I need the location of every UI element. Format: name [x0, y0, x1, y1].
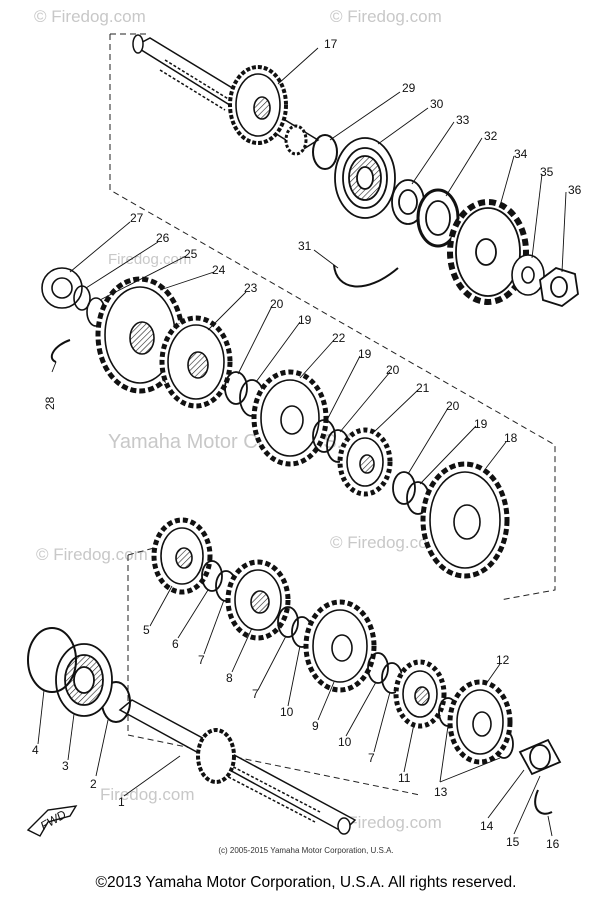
callout-27: 27 — [130, 211, 144, 225]
part-31-circlip — [333, 264, 399, 288]
watermark-top-center: © Firedog.com — [330, 7, 442, 26]
callout-19-a: 19 — [298, 313, 312, 327]
callout-15: 15 — [506, 835, 520, 849]
part-17-gear — [228, 65, 288, 145]
part-6-washer — [201, 560, 223, 592]
part-12-gear — [447, 679, 513, 765]
callout-30: 30 — [430, 97, 444, 111]
part-35-lock-washer — [511, 254, 545, 296]
callout-25: 25 — [184, 247, 198, 261]
part-36-nut — [539, 267, 579, 307]
callout-24: 24 — [212, 263, 226, 277]
part-26-washer — [73, 285, 91, 311]
part-20-circlip-a — [224, 371, 248, 405]
callout-3: 3 — [62, 759, 69, 773]
callout-26: 26 — [156, 231, 170, 245]
callout-14: 14 — [480, 819, 494, 833]
part-16-circlip — [534, 789, 553, 815]
callout-17: 17 — [324, 37, 338, 51]
callout-4: 4 — [32, 743, 39, 757]
callout-9: 9 — [312, 719, 319, 733]
callout-16: 16 — [546, 837, 560, 851]
callout-6: 6 — [172, 637, 179, 651]
part-1-drive-axle — [118, 699, 357, 835]
callout-20-c: 20 — [446, 399, 460, 413]
callout-7-b: 7 — [252, 687, 259, 701]
leader-lines — [37, 47, 567, 837]
part-34-drive-sprocket — [447, 199, 529, 305]
copyright-main: ©2013 Yamaha Motor Corporation, U.S.A. A… — [95, 874, 517, 891]
part-33-oil-seal — [391, 179, 425, 225]
part-19-washer-b — [312, 419, 336, 453]
part-23-gear — [159, 315, 233, 409]
callout-13: 13 — [434, 785, 448, 799]
part-9-gear — [303, 599, 377, 693]
copyright-small: (c) 2005-2015 Yamaha Motor Corporation, … — [218, 846, 394, 855]
part-8-gear — [225, 559, 291, 641]
part-17-spline — [284, 124, 308, 156]
part-11-gear — [393, 659, 447, 729]
callout-12: 12 — [496, 653, 510, 667]
callout-22: 22 — [332, 331, 346, 345]
part-29-washer — [312, 134, 338, 170]
watermark-mid-center: © Firedog.com — [330, 533, 442, 552]
callout-20-a: 20 — [270, 297, 284, 311]
callout-18: 18 — [504, 431, 518, 445]
callout-28: 28 — [43, 396, 57, 410]
watermark-mid-left: © Firedog.com — [36, 545, 148, 564]
part-10-washer-b — [367, 652, 389, 684]
callout-10-b: 10 — [338, 735, 352, 749]
part-30-bearing — [334, 137, 396, 219]
part-7-circlip-b — [277, 606, 299, 638]
callout-20-b: 20 — [386, 363, 400, 377]
part-4-circlip — [27, 627, 77, 693]
callout-32: 32 — [484, 129, 498, 143]
fwd-arrow-icon: FWD — [26, 805, 78, 837]
watermark-top-left: © Firedog.com — [34, 7, 146, 26]
callout-29: 29 — [402, 81, 416, 95]
callout-19-b: 19 — [358, 347, 372, 361]
callout-8: 8 — [226, 671, 233, 685]
callout-2: 2 — [90, 777, 97, 791]
callout-10-a: 10 — [280, 705, 294, 719]
part-3-bearing — [55, 643, 113, 717]
watermark-bottom-right: © Firedog.com — [330, 813, 442, 832]
callout-36: 36 — [568, 183, 582, 197]
part-21-gear — [337, 427, 393, 497]
callout-34: 34 — [514, 147, 528, 161]
callout-33: 33 — [456, 113, 470, 127]
callout-7-a: 7 — [198, 653, 205, 667]
callout-11: 11 — [398, 771, 411, 785]
part-5-gear — [151, 517, 213, 595]
callout-35: 35 — [540, 165, 554, 179]
part-18-gear — [420, 461, 510, 579]
callout-7-c: 7 — [368, 751, 375, 765]
part-14-bearing — [518, 738, 562, 776]
part-20-circlip-c — [392, 471, 416, 505]
part-32-collar — [416, 188, 460, 248]
part-27-bearing — [41, 267, 83, 309]
callout-labels: 17 29 30 33 32 34 35 36 31 27 26 25 24 2… — [32, 37, 582, 851]
callout-1: 1 — [118, 795, 125, 809]
part-28-circlip — [50, 339, 71, 363]
callout-5: 5 — [143, 623, 150, 637]
callout-21: 21 — [416, 381, 430, 395]
watermark-bottom-left: Firedog.com — [100, 785, 194, 804]
callout-19-c: 19 — [474, 417, 488, 431]
callout-31: 31 — [298, 239, 312, 253]
part-22-gear — [251, 369, 329, 467]
callout-23: 23 — [244, 281, 258, 295]
